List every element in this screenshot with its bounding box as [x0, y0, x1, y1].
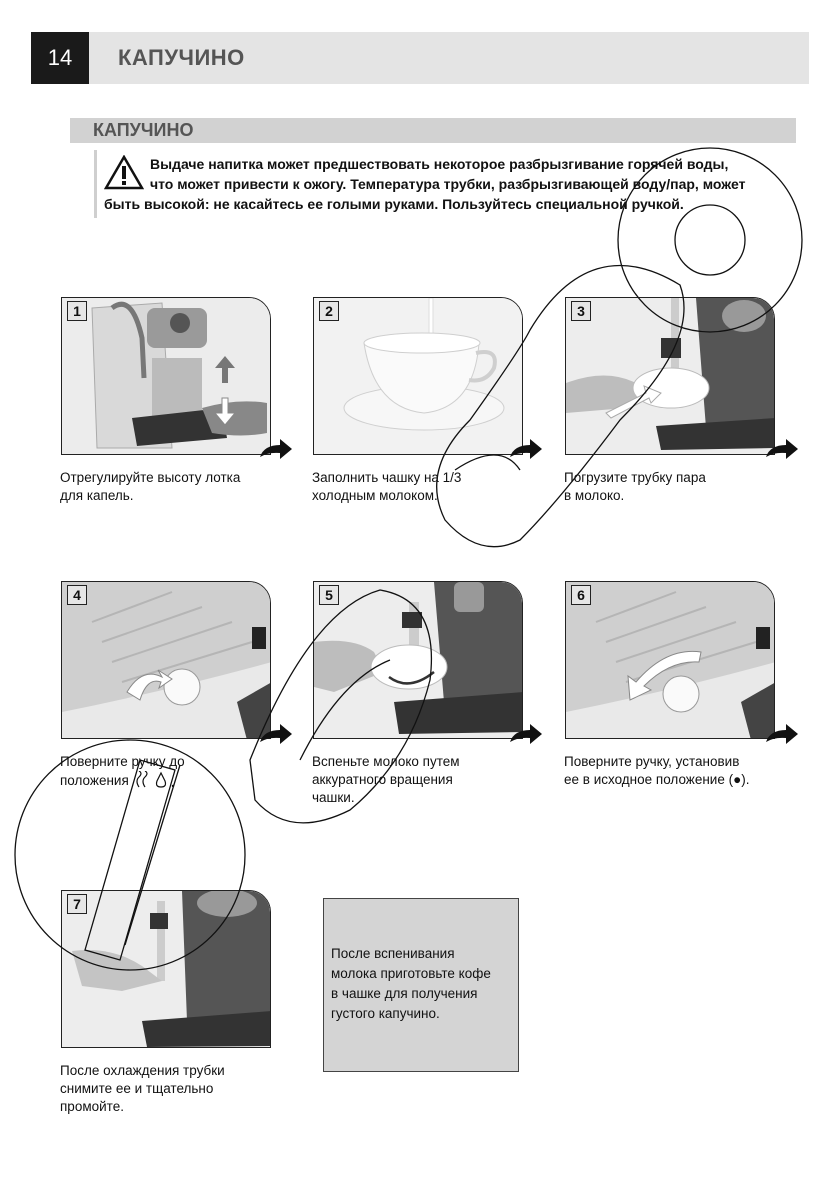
step-7-photo — [61, 890, 271, 1048]
caption-line: ее в исходное положение (●). — [564, 772, 750, 787]
step-number: 2 — [319, 301, 339, 321]
step-1: 1 — [61, 297, 271, 455]
caption-line: положения — [60, 770, 275, 790]
steam-symbol-icon — [135, 770, 174, 788]
step-2-photo — [313, 297, 523, 455]
step-number: 3 — [571, 301, 591, 321]
caption-line: Заполнить чашку на 1/3 — [312, 470, 462, 485]
step-5: 5 — [313, 581, 523, 739]
next-arrow-icon — [766, 439, 798, 459]
page-number: 14 — [31, 32, 89, 84]
step-2: 2 — [313, 297, 523, 455]
caption-line: промойте. — [60, 1099, 124, 1114]
step-6-caption: Поверните ручку, установив ее в исходное… — [564, 753, 779, 789]
step-2-caption: Заполнить чашку на 1/3 холодным молоком. — [312, 469, 527, 505]
note-text: После вспенивания молока приготовьте коф… — [331, 944, 516, 1024]
next-arrow-icon — [766, 724, 798, 744]
step-number: 7 — [67, 894, 87, 914]
step-3: 3 — [565, 297, 775, 455]
caption-line: холодным молоком. — [312, 488, 438, 503]
step-number: 6 — [571, 585, 591, 605]
page-header — [31, 32, 809, 84]
step-number: 1 — [67, 301, 87, 321]
caption-line: Поверните ручку до — [60, 754, 185, 769]
caption-line: чашки. — [312, 790, 355, 805]
next-arrow-icon — [510, 724, 542, 744]
section-bar — [70, 118, 796, 143]
step-6-photo — [565, 581, 775, 739]
note-box — [323, 898, 519, 1072]
warning-line-1: Выдаче напитка может предшествовать неко… — [150, 156, 729, 172]
step-7: 7 — [61, 890, 271, 1048]
caption-line: аккуратного вращения — [312, 772, 453, 787]
warning-line-2: что может привести к ожогу. Температура … — [150, 176, 746, 192]
next-arrow-icon — [260, 439, 292, 459]
step-5-caption: Вспеньте молоко путем аккуратного вращен… — [312, 753, 527, 807]
step-3-caption: Погрузите трубку пара в молоко. — [564, 469, 779, 505]
warning-text: Выдаче напитка может предшествовать неко… — [104, 154, 794, 214]
warning-triangle-icon — [104, 155, 144, 190]
step-1-photo — [61, 297, 271, 455]
note-line: в чашке для получения — [331, 986, 478, 1001]
section-title: КАПУЧИНО — [93, 120, 194, 140]
caption-line: Отрегулируйте высоту лотка — [60, 470, 241, 485]
caption-line: Поверните ручку, установив — [564, 754, 740, 769]
caption-line: Вспеньте молоко путем — [312, 754, 460, 769]
page-title: КАПУЧИНО — [118, 45, 245, 70]
step-number: 4 — [67, 585, 87, 605]
step-4-photo — [61, 581, 271, 739]
warning-side-bar — [94, 150, 97, 218]
step-6: 6 — [565, 581, 775, 739]
caption-line: Погрузите трубку пара — [564, 470, 706, 485]
caption-line: в молоко. — [564, 488, 625, 503]
step-7-caption: После охлаждения трубки снимите ее и тща… — [60, 1062, 275, 1116]
caption-line: После охлаждения трубки — [60, 1063, 225, 1078]
step-5-photo — [313, 581, 523, 739]
note-line: густого капучино. — [331, 1006, 440, 1021]
caption-line: снимите ее и тщательно — [60, 1081, 214, 1096]
step-4-caption: Поверните ручку до положения — [60, 753, 275, 790]
step-4: 4 — [61, 581, 271, 739]
next-arrow-icon — [260, 724, 292, 744]
step-1-caption: Отрегулируйте высоту лотка для капель. — [60, 469, 275, 505]
step-number: 5 — [319, 585, 339, 605]
caption-line: для капель. — [60, 488, 134, 503]
note-line: молока приготовьте кофе — [331, 966, 491, 981]
note-line: После вспенивания — [331, 946, 455, 961]
caption-text: положения — [60, 773, 129, 788]
warning-line-3: быть высокой: не касайтесь ее голыми рук… — [104, 196, 684, 212]
step-3-photo — [565, 297, 775, 455]
next-arrow-icon — [510, 439, 542, 459]
